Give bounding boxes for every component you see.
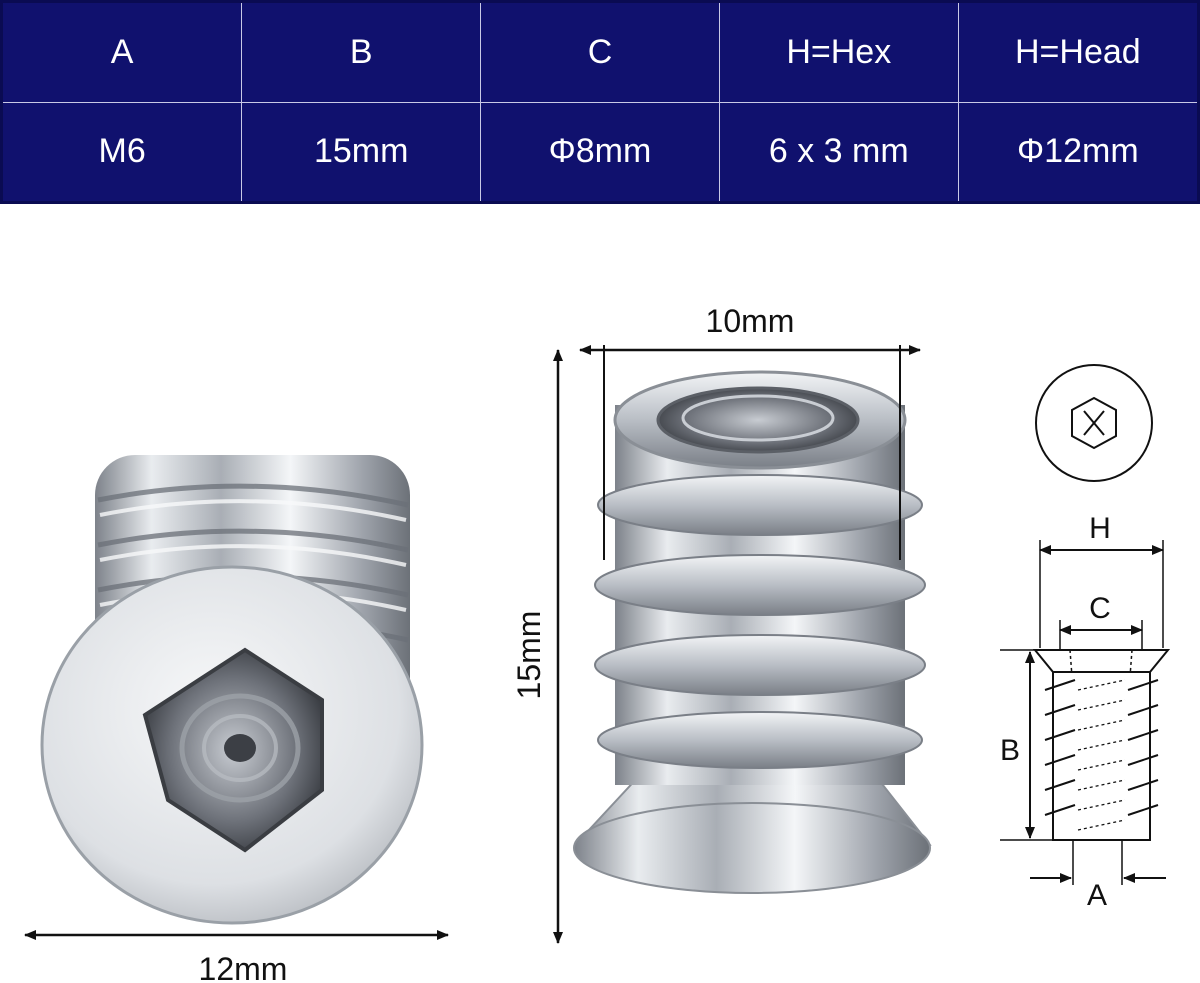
spec-header-head: H=Head [957, 3, 1197, 103]
spec-value-hex: 6 x 3 mm [718, 101, 959, 201]
insert-side-view [573, 370, 932, 894]
dim-label-10mm: 10mm [706, 303, 795, 339]
spec-table: A B C H=Hex H=Head M6 15mm Φ8mm 6 x 3 mm… [0, 0, 1200, 204]
spec-value-row: M6 15mm Φ8mm 6 x 3 mm Φ12mm [3, 101, 1197, 201]
schematic-side-view [1000, 540, 1171, 885]
thread-flanges [594, 474, 926, 769]
schematic-label-a: A [1087, 879, 1107, 912]
spec-value-a: M6 [3, 101, 243, 201]
spec-header-c: C [480, 3, 720, 103]
schematic-label-b: B [1000, 734, 1020, 767]
spec-value-head: Φ12mm [957, 101, 1197, 201]
insert-head-view [40, 455, 424, 925]
schematic-label-c: C [1089, 592, 1111, 625]
spec-header-a: A [3, 3, 243, 103]
schematic-label-h: H [1089, 512, 1111, 545]
dim-label-15mm: 15mm [511, 611, 547, 700]
spec-value-c: Φ8mm [480, 101, 720, 201]
spec-value-b: 15mm [241, 101, 482, 201]
dim-label-12mm: 12mm [199, 951, 288, 983]
hex-top-view [1035, 364, 1153, 482]
